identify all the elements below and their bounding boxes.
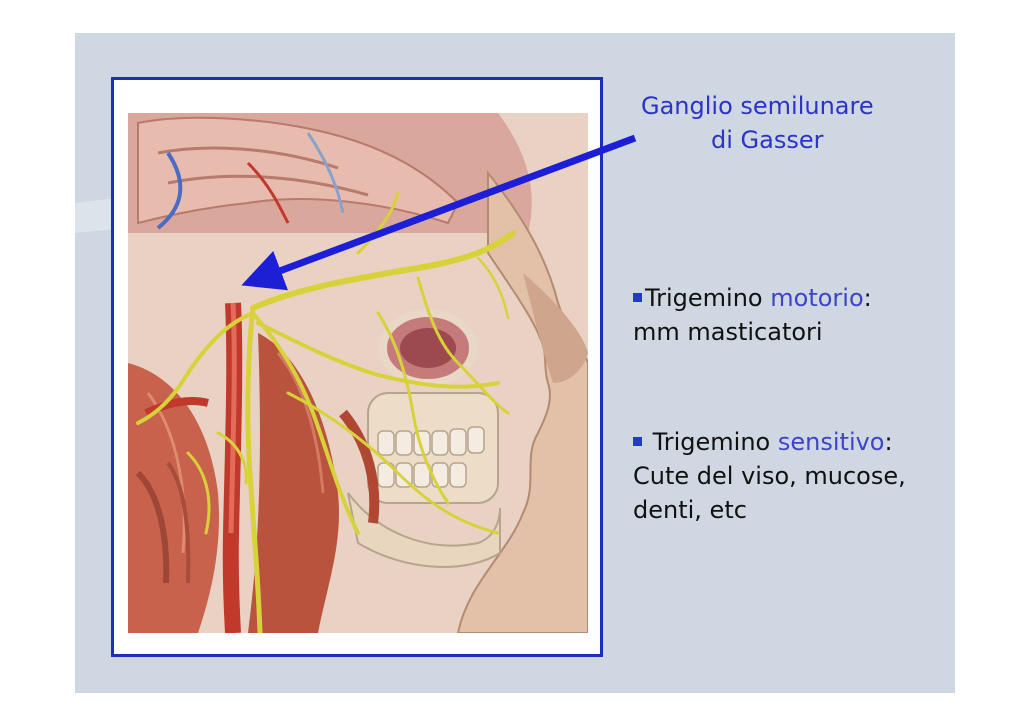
bullet-lead: Trigemino [645, 284, 771, 312]
bullet-detail-line-1: Cute del viso, mucose, [633, 462, 906, 490]
bullet-lead: Trigemino [645, 428, 778, 456]
callout-line-1: Ganglio semilunare [641, 92, 874, 120]
bullet-keyword: sensitivo [777, 428, 885, 456]
bullet-detail-line-2: denti, etc [633, 496, 747, 524]
bullet-colon: : [863, 284, 872, 312]
bullet-keyword: motorio [770, 284, 864, 312]
ganglion-callout: Ganglio semilunare di Gasser [633, 89, 893, 157]
anatomy-illustration [128, 113, 588, 633]
callout-line-2: di Gasser [711, 126, 824, 154]
bullet-trigemino-sensitivo: Trigemino sensitivo: Cute del viso, muco… [633, 425, 933, 527]
slide: Ganglio semilunare di Gasser Trigemino m… [75, 33, 955, 693]
bullet-colon: : [884, 428, 893, 456]
bullet-square-icon [633, 436, 642, 446]
bullet-square-icon [633, 292, 642, 302]
bullet-detail: mm masticatori [633, 318, 823, 346]
bullet-trigemino-motorio: Trigemino motorio: mm masticatori [633, 281, 933, 349]
